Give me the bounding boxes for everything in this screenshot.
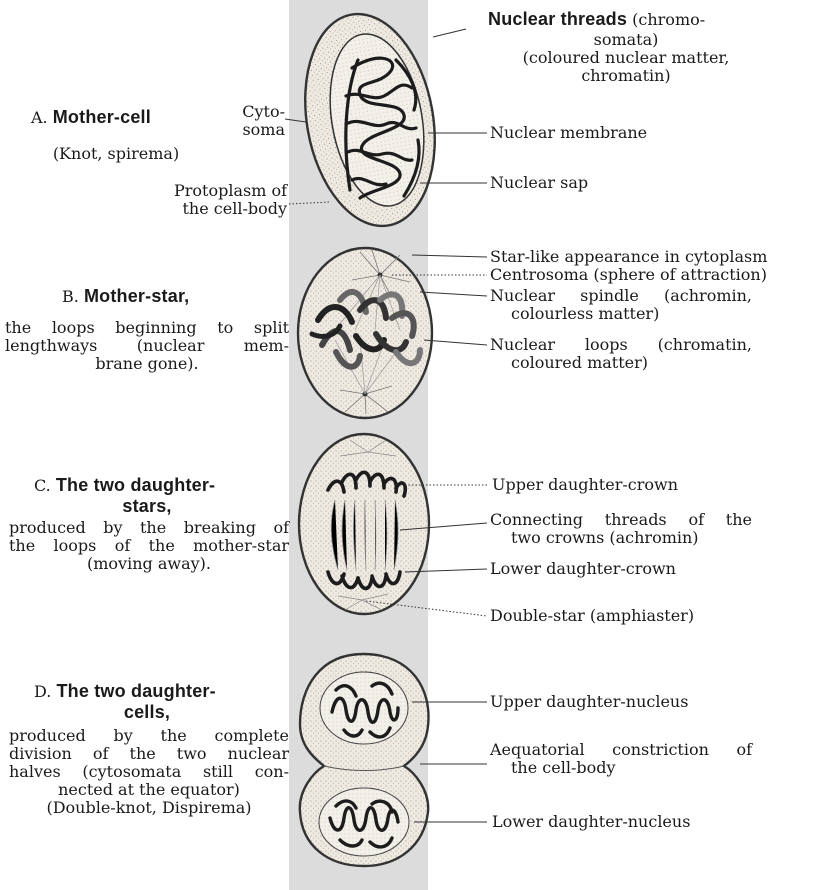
panel-b-desc-line3: brane gone). (5, 354, 289, 373)
label-star-like: Star-like appearance in cytoplasm (490, 247, 767, 266)
label-nuclear-threads-line3: (coloured nuclear matter, (488, 48, 764, 67)
label-nuclear-loops-line1: Nuclear loops (chromatin, (490, 335, 752, 354)
label-nuclear-loops-line2: coloured matter) (511, 353, 648, 372)
label-centrosoma: Centrosoma (sphere of attraction) (490, 265, 767, 284)
panel-a-heading: A. Mother-cell (31, 108, 151, 127)
cell-c-daughter-stars (299, 434, 429, 614)
panel-c-heading-line1: C. The two daughter- (34, 476, 215, 495)
panel-d-desc-line5: (Double-knot, Dispirema) (9, 798, 289, 817)
label-cytosoma-line2: soma (210, 120, 285, 139)
panel-c-heading-line2: stars, (5, 497, 289, 516)
label-nuclear-threads-line2: somata) (488, 30, 764, 49)
label-upper-daughter-nucleus: Upper daughter-nucleus (490, 692, 688, 711)
label-lower-daughter-nucleus: Lower daughter-nucleus (492, 812, 690, 831)
label-nuclear-threads: Nuclear threads (chromo- (488, 10, 705, 29)
label-lower-daughter-crown: Lower daughter-crown (490, 559, 676, 578)
panel-d-heading-line1: D. The two daughter- (34, 682, 216, 701)
panel-c-desc-line1: produced by the breaking of (9, 518, 289, 537)
label-aequatorial-constriction-line1: Aequatorial constriction of (490, 740, 752, 759)
cell-a-mother-cell (289, 4, 450, 237)
label-aequatorial-constriction-line2: the cell-body (511, 758, 616, 777)
cell-b-mother-star (298, 248, 432, 418)
label-cytosoma-line1: Cyto- (210, 102, 285, 121)
label-nuclear-sap: Nuclear sap (490, 173, 588, 192)
panel-d-desc-line2: division of the two nuclear (9, 744, 289, 763)
label-connecting-threads-line1: Connecting threads of the (490, 510, 752, 529)
panel-d-heading-line2: cells, (5, 703, 289, 722)
label-connecting-threads-line2: two crowns (achromin) (511, 528, 699, 547)
label-nuclear-membrane: Nuclear membrane (490, 123, 647, 142)
label-protoplasm-line2: the cell-body (130, 199, 287, 218)
panel-c-desc-line2: the loops of the mother-star (9, 536, 289, 555)
panel-b-desc-line2: lengthways (nuclear mem- (5, 336, 289, 355)
cell-d-daughter-cells (300, 654, 429, 866)
label-nuclear-spindle-line1: Nuclear spindle (achromin, (490, 286, 752, 305)
label-upper-daughter-crown: Upper daughter-crown (492, 475, 678, 494)
panel-d-desc-line1: produced by the complete (9, 726, 289, 745)
panel-d-desc-line4: nected at the equator) (9, 780, 289, 799)
panel-d-desc-line3: halves (cytosomata still con- (9, 762, 289, 781)
label-protoplasm-line1: Protoplasm of (130, 181, 287, 200)
panel-b-heading: B. Mother-star, (62, 287, 189, 306)
label-nuclear-spindle-line2: colourless matter) (511, 304, 659, 323)
panel-a-subtitle: (Knot, spirema) (41, 144, 191, 163)
label-nuclear-threads-line4: chromatin) (488, 66, 764, 85)
label-double-star: Double-star (amphiaster) (490, 606, 694, 625)
panel-b-desc-line1: the loops beginning to split (5, 318, 289, 337)
panel-c-desc-line3: (moving away). (9, 554, 289, 573)
